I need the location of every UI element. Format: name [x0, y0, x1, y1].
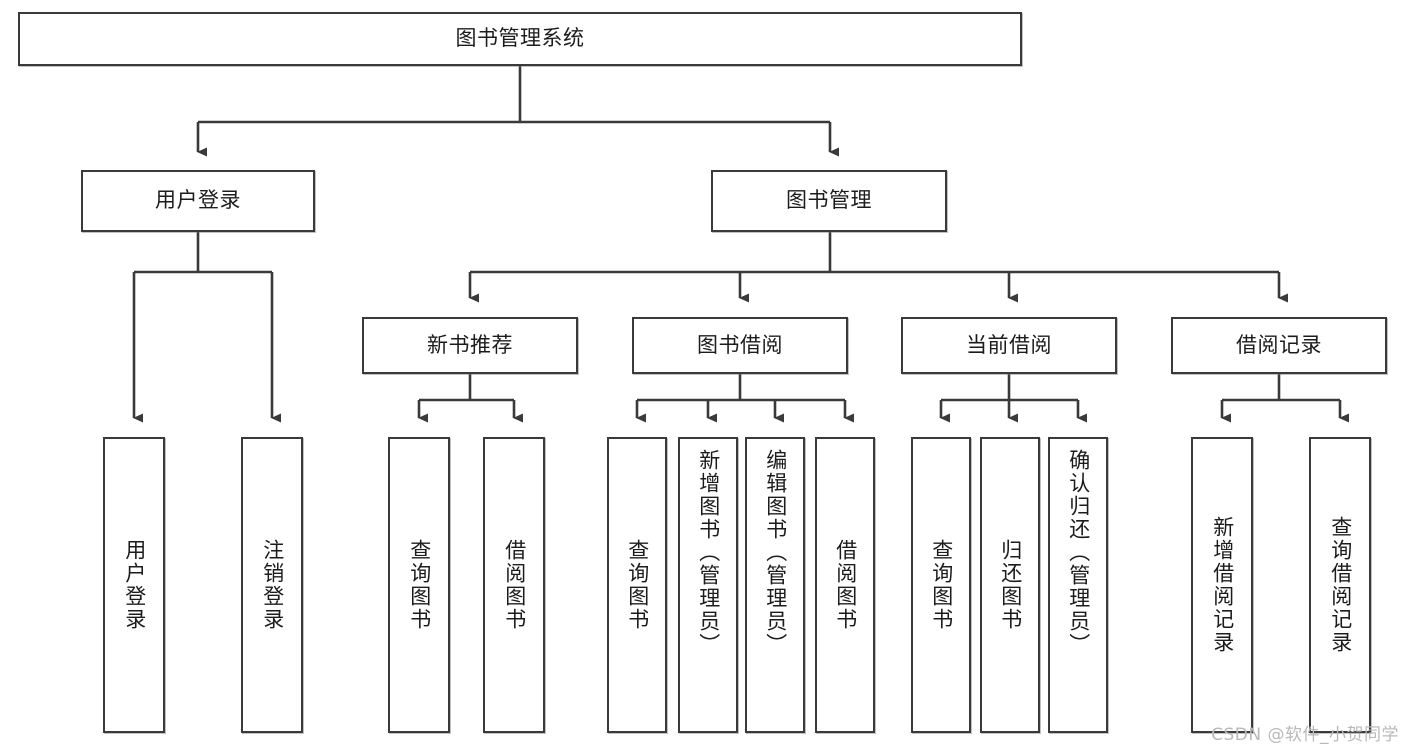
- leaf-confirm-return-admin[interactable]: 确认归还（管理员）: [1048, 437, 1108, 733]
- leaf-borrow-book-recommend[interactable]: 借阅图书: [483, 437, 545, 733]
- node-label: 归还图书: [998, 539, 1023, 631]
- leaf-add-borrow-record[interactable]: 新增借阅记录: [1191, 437, 1253, 733]
- node-user-login[interactable]: 用户登录: [81, 170, 315, 232]
- leaf-query-book-borrow[interactable]: 查询图书: [607, 437, 667, 733]
- node-label: 查询图书: [407, 539, 432, 631]
- node-label: 借阅记录: [1236, 332, 1322, 357]
- node-label: 当前借阅: [966, 332, 1052, 357]
- leaf-query-borrow-record[interactable]: 查询借阅记录: [1309, 437, 1371, 733]
- leaf-logout[interactable]: 注销登录: [241, 437, 303, 733]
- leaf-return-book[interactable]: 归还图书: [980, 437, 1040, 733]
- leaf-add-book-admin[interactable]: 新增图书（管理员）: [678, 437, 738, 733]
- node-label: 查询图书: [929, 539, 954, 631]
- leaf-edit-book-admin[interactable]: 编辑图书（管理员）: [745, 437, 805, 733]
- node-borrow-records[interactable]: 借阅记录: [1171, 317, 1387, 374]
- node-book-management[interactable]: 图书管理: [711, 170, 947, 232]
- leaf-query-book-current[interactable]: 查询图书: [911, 437, 971, 733]
- node-label: 编辑图书（管理员）: [763, 449, 788, 656]
- node-label: 用户登录: [122, 539, 147, 631]
- node-current-borrow[interactable]: 当前借阅: [901, 317, 1117, 374]
- leaf-query-book-recommend[interactable]: 查询图书: [388, 437, 450, 733]
- node-label: 新增借阅记录: [1210, 516, 1235, 654]
- node-label: 查询图书: [625, 539, 650, 631]
- leaf-borrow-book[interactable]: 借阅图书: [815, 437, 875, 733]
- node-label: 新增图书（管理员）: [696, 449, 721, 656]
- node-label: 借阅图书: [502, 539, 527, 631]
- node-new-book-recommend[interactable]: 新书推荐: [362, 317, 578, 374]
- node-book-borrow[interactable]: 图书借阅: [632, 317, 848, 374]
- node-label: 图书管理系统: [455, 26, 585, 51]
- node-label: 新书推荐: [427, 332, 513, 357]
- node-label: 注销登录: [260, 539, 285, 631]
- node-label: 用户登录: [155, 188, 241, 213]
- node-label: 确认归还（管理员）: [1066, 449, 1091, 656]
- leaf-user-login[interactable]: 用户登录: [103, 437, 165, 733]
- node-label: 图书管理: [786, 188, 872, 213]
- watermark-text: CSDN @软件_小贺同学: [1211, 725, 1399, 745]
- node-root-system[interactable]: 图书管理系统: [18, 12, 1022, 66]
- node-label: 图书借阅: [697, 332, 783, 357]
- node-label: 查询借阅记录: [1328, 516, 1353, 654]
- node-label: 借阅图书: [833, 539, 858, 631]
